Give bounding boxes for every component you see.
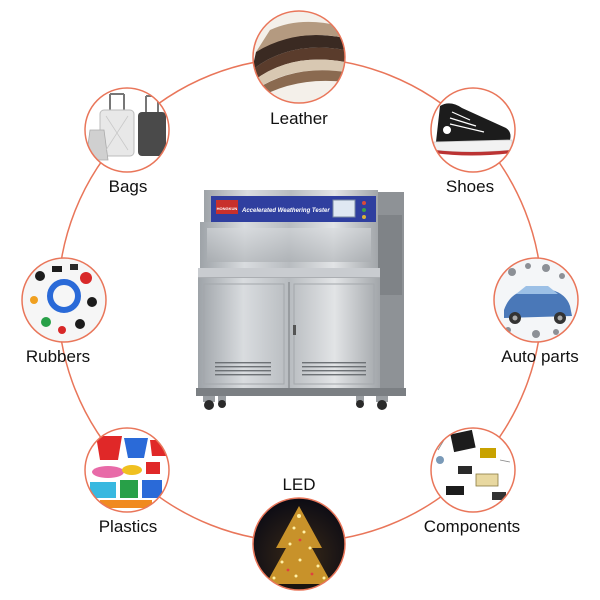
node-label-leather: Leather [270, 109, 328, 128]
electronic-components-icon [431, 428, 515, 512]
plastic-containers-icon [85, 428, 169, 512]
touch-screen [332, 199, 356, 218]
caster-wheels [203, 396, 388, 410]
node-label-rubbers: Rubbers [26, 347, 90, 366]
vent-left [215, 362, 271, 376]
node-label-led: LED [282, 475, 315, 494]
rubber-parts-icon [22, 258, 106, 342]
node-label-bags: Bags [109, 177, 148, 196]
sneaker-icon [431, 88, 515, 172]
node-auto-parts: Auto parts [493, 257, 579, 366]
car-parts-icon [494, 258, 578, 342]
node-label-plastics: Plastics [99, 517, 158, 536]
led-christmas-tree-icon [253, 498, 345, 590]
luggage-bags-icon [85, 88, 169, 172]
node-shoes: Shoes [430, 87, 516, 196]
node-bags: Bags [84, 87, 170, 196]
leather-swatches-icon [253, 11, 345, 103]
node-leather: Leather [252, 10, 346, 128]
logo-text: HONGKUN [217, 206, 238, 211]
node-label-components: Components [424, 517, 520, 536]
vent-right [302, 362, 366, 376]
uv-weathering-tester-machine: HONGKUN Accelerated Weathering Tester [196, 190, 406, 410]
node-rubbers: Rubbers [21, 257, 107, 366]
node-label-shoes: Shoes [446, 177, 494, 196]
node-label-auto-parts: Auto parts [501, 347, 579, 366]
node-components: Components [424, 427, 520, 536]
panel-title: Accelerated Weathering Tester [241, 208, 330, 214]
node-plastics: Plastics [84, 427, 170, 536]
node-led: LED [252, 475, 346, 591]
company-logo [216, 200, 238, 214]
